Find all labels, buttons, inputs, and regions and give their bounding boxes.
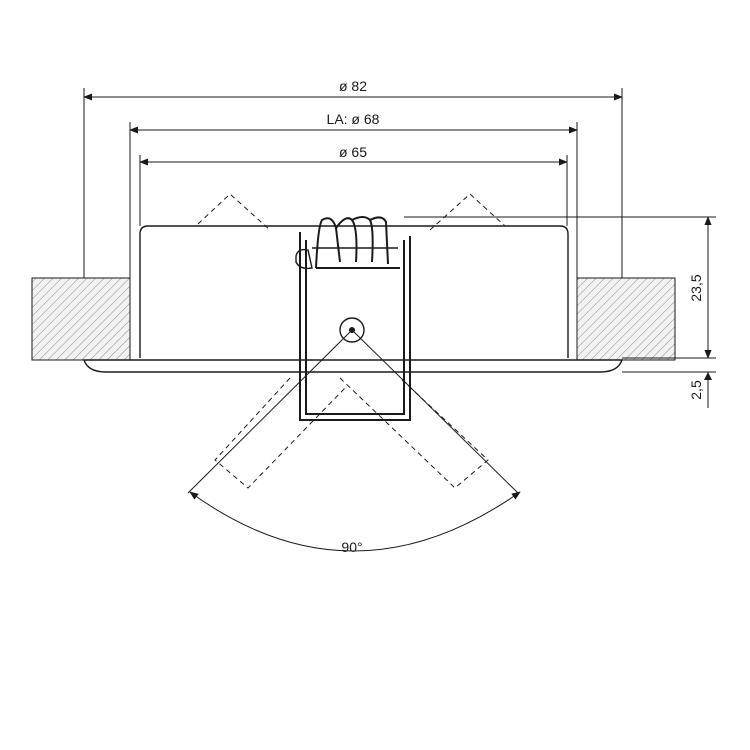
flange-thickness-label: 2,5 [688,380,704,400]
housing-height-label: 23,5 [688,274,704,301]
spring-clip [295,216,411,421]
extension-lines [83,88,623,278]
outer-diameter-label: ø 82 [339,78,367,94]
tilt-angle-label: 90° [341,539,362,555]
tilt-angle-dimension: 90° [189,491,521,555]
housing-diameter-dimension: ø 65 [139,144,568,166]
flange-thickness-dimension: 2,5 [688,372,712,408]
pivot-screw-icon [339,317,365,343]
tilted-housing-left [197,193,346,489]
lamp-housing [139,225,569,358]
outer-diameter-dimension: ø 82 [83,78,623,101]
cutout-diameter-label: LA: ø 68 [327,111,380,127]
ceiling-right [576,277,676,361]
housing-height-dimension: 23,5 [688,216,712,359]
cutout-diameter-dimension: LA: ø 68 [129,111,578,134]
housing-diameter-label: ø 65 [339,144,367,160]
flange-ring [83,359,623,373]
height-extension-lines [404,216,716,373]
tilted-housing-right [339,193,506,489]
tilt-lines [187,329,519,494]
ceiling-left [31,277,131,361]
